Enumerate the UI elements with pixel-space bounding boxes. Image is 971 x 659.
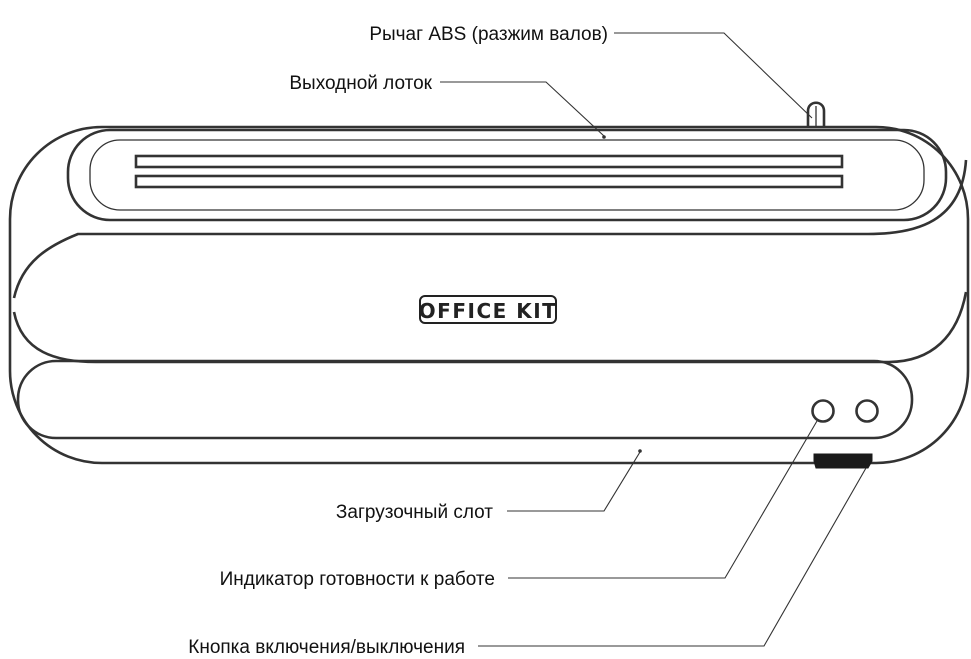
logo-frame (419, 295, 557, 324)
callout-labels: Рычаг ABS (разжим валов) Выходной лоток … (188, 24, 608, 658)
label-power-button: Кнопка включения/выключения (188, 637, 465, 658)
loading-slot-frame (16, 359, 914, 440)
release-lever[interactable] (806, 101, 826, 127)
leader-loading-slot (507, 451, 641, 512)
brand-logo: OFFICE KIT (419, 295, 558, 324)
leader-lever (614, 32, 813, 119)
label-loading-slot: Загрузочный слот (336, 502, 493, 523)
lower-bevel (12, 291, 968, 364)
leader-ready-indicator (508, 420, 818, 579)
power-button-circle[interactable] (855, 399, 879, 423)
loading-slot (16, 359, 914, 440)
logo-text: OFFICE KIT (419, 299, 558, 323)
output-slot-upper (134, 154, 844, 169)
label-output-tray: Выходной лоток (289, 73, 432, 94)
ready-indicator-light (811, 399, 835, 423)
output-tray (66, 128, 948, 222)
leader-power-button (478, 467, 867, 647)
power-switch[interactable] (813, 453, 873, 469)
label-ready-indicator: Индикатор готовности к работе (220, 569, 495, 590)
lever-handle[interactable] (806, 101, 826, 127)
output-tray-frame (66, 128, 948, 222)
label-lever: Рычаг ABS (разжим валов) (369, 24, 608, 45)
leader-lines (440, 32, 867, 647)
laminator-body (8, 125, 970, 465)
body-outline (8, 125, 970, 465)
output-slot-lower (134, 174, 844, 189)
output-tray-inner (89, 139, 925, 211)
upper-bevel (12, 159, 968, 299)
leader-output-tray (440, 81, 605, 137)
